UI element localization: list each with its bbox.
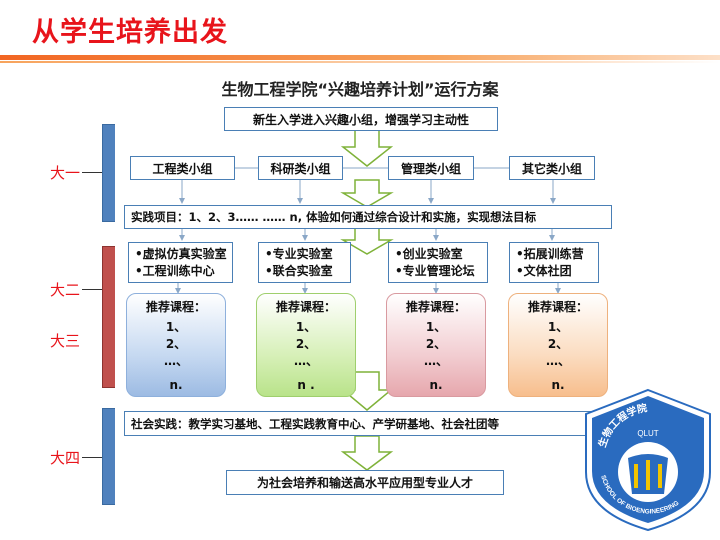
practice-box: 实践项目：1、2、3…… …… n, 体验如何通过综合设计和实施，实现想法目标 [124,205,612,229]
platform-box-1: •虚拟仿真实验室 •工程训练中心 [128,242,233,283]
course-line: 2、 [547,337,569,351]
course-line: 1、 [295,320,317,334]
platform-item: •专业实验室 [265,246,333,261]
platform-item: •创业实验室 [395,246,463,261]
platform-item: •专业管理论坛 [395,263,475,278]
group-other: 其它类小组 [509,156,595,180]
stage-label-year3: 大三 [50,332,81,350]
logo-emblem-mark [634,460,662,490]
course-line: 1、 [547,320,569,334]
stage-label-year2: 大二 [50,281,81,299]
stage-label-year4: 大四 [50,449,81,467]
intro-box: 新生入学进入兴趣小组，增强学习主动性 [224,107,498,131]
platform-item: •联合实验室 [265,263,333,278]
group-engineering: 工程类小组 [130,156,235,180]
platform-item: •虚拟仿真实验室 [135,246,227,261]
flow-arrow-5 [340,435,394,471]
course-heading: 推荐课程： [527,300,588,314]
stage-bracket-year1 [102,124,115,222]
course-line: …、 [423,354,448,368]
course-heading: 推荐课程： [275,300,336,314]
group-management: 管理类小组 [388,156,474,180]
flow-arrow-3 [340,227,394,255]
platform-box-3: •创业实验室 •专业管理论坛 [388,242,488,283]
slide-title: 从学生培养出发 [32,17,228,48]
school-logo: 生物工程学院 QLUT SCHOOL OF BIOENGINEERING [585,388,711,532]
stage-leader-year4 [82,457,102,458]
stage-label-year1: 大一 [50,164,81,182]
course-line-last: n. [551,378,565,392]
course-box-1: 推荐课程： 1、 2、 …、 n. [126,293,226,397]
stage-leader-year2 [82,289,102,290]
course-line: 2、 [425,337,447,351]
social-practice-box: 社会实践：教学实习基地、工程实践教育中心、产学研基地、社会社团等 [124,411,600,436]
stage-bracket-year2-3 [102,246,115,388]
goal-box: 为社会培养和输送高水平应用型专业人才 [226,470,504,495]
course-line: 2、 [165,337,187,351]
course-heading: 推荐课程： [145,300,206,314]
flow-arrow-1 [340,129,394,167]
title-divider-secondary [0,61,720,63]
logo-abbr: QLUT [637,429,658,438]
flow-arrow-2 [340,179,394,208]
platform-item: •文体社团 [516,263,572,278]
course-line-last: n. [169,378,183,392]
platform-box-4: •拓展训练营 •文体社团 [509,242,599,283]
course-line-last: n . [297,378,315,392]
course-line: …、 [293,354,318,368]
platform-item: •工程训练中心 [135,263,215,278]
platform-item: •拓展训练营 [516,246,584,261]
course-line-last: n. [429,378,443,392]
course-box-2: 推荐课程： 1、 2、 …、 n . [256,293,356,397]
stage-leader-year1 [82,172,102,173]
course-line: …、 [163,354,188,368]
group-research: 科研类小组 [258,156,343,180]
course-box-3: 推荐课程： 1、 2、 …、 n. [386,293,486,397]
course-heading: 推荐课程： [405,300,466,314]
course-box-4: 推荐课程： 1、 2、 …、 n. [508,293,608,397]
platform-box-2: •专业实验室 •联合实验室 [258,242,351,283]
course-line: 1、 [425,320,447,334]
course-line: …、 [545,354,570,368]
course-line: 1、 [165,320,187,334]
stage-bracket-year4 [102,408,115,505]
diagram-title: 生物工程学院“兴趣培养计划”运行方案 [221,80,499,99]
title-divider [0,55,720,60]
course-line: 2、 [295,337,317,351]
